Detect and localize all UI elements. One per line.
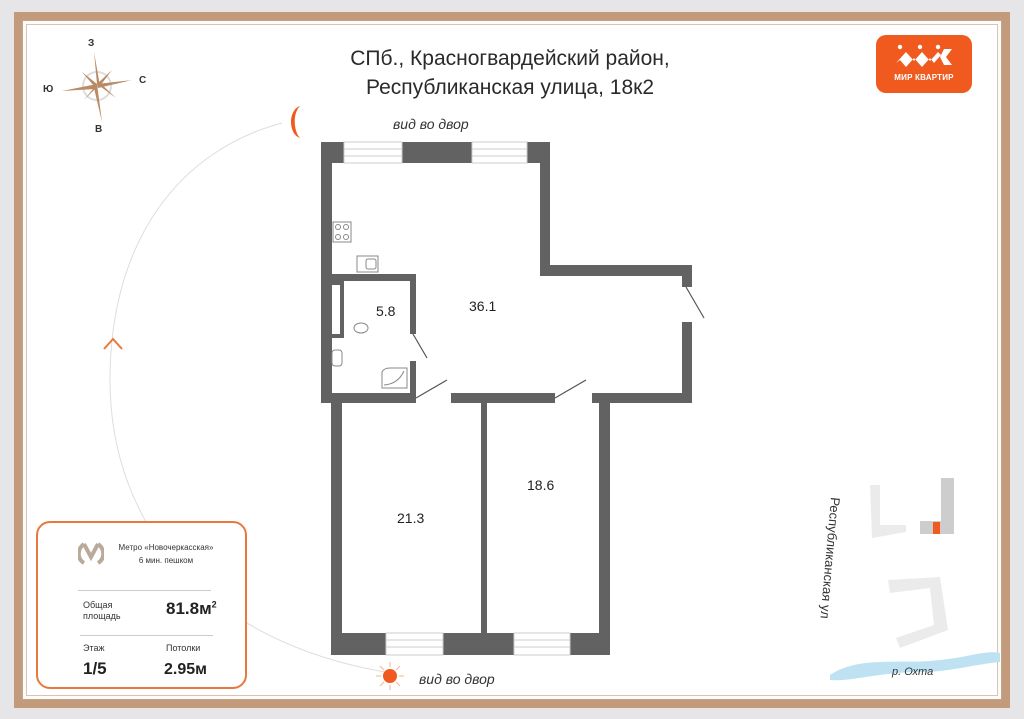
address-line-2: Республиканская улица, 18к2 bbox=[365, 76, 655, 99]
target-apartment-marker bbox=[933, 522, 940, 534]
toilet-icon bbox=[353, 322, 369, 334]
brand-logo-mark-icon bbox=[896, 44, 952, 67]
total-area-value: 81.8м2 bbox=[166, 599, 217, 618]
brand-name: МИР КВАРТИР bbox=[894, 73, 954, 82]
location-minimap bbox=[830, 478, 1000, 681]
room-area-bedroom-left: 21.3 bbox=[397, 510, 425, 526]
floor-value: 1/5 bbox=[83, 659, 107, 678]
compass-rose: З С В Ю bbox=[43, 34, 150, 135]
view-label-top: вид во двор bbox=[393, 116, 469, 132]
sun-icon bbox=[376, 662, 404, 690]
metro-walk-time: 6 мин. пешком bbox=[138, 556, 194, 565]
river-label: р. Охта bbox=[892, 666, 934, 678]
room-area-kitchen-living: 36.1 bbox=[469, 298, 497, 314]
brand-logo: МИР КВАРТИР bbox=[876, 35, 972, 93]
river-shape bbox=[830, 652, 1000, 681]
room-area-bedroom-right: 18.6 bbox=[527, 477, 555, 493]
shower-icon bbox=[381, 367, 408, 389]
compass-south-label: В bbox=[95, 124, 103, 135]
room-area-bathroom: 5.8 bbox=[376, 303, 396, 319]
card-divider bbox=[78, 590, 211, 591]
washbasin-icon bbox=[331, 349, 343, 367]
total-area-label: Общая площадь bbox=[83, 600, 121, 621]
compass-north-label: З bbox=[88, 38, 95, 49]
neighbor-building bbox=[870, 485, 906, 538]
compass-rose-icon bbox=[62, 52, 132, 122]
metro-station: Метро «Новочеркасская» bbox=[118, 543, 214, 552]
frame-inner-border bbox=[22, 20, 1002, 700]
compass-east-label: С bbox=[139, 75, 147, 86]
plan-walls bbox=[321, 142, 692, 655]
neighbor-building bbox=[888, 577, 948, 648]
apartment-info-card: Метро «Новочеркасская» 6 мин. пешком Общ… bbox=[36, 521, 247, 689]
poster-frame bbox=[14, 12, 1010, 708]
address-line-1: СПб., Красногвардейский район, bbox=[350, 47, 670, 70]
floor-label: Этаж bbox=[83, 643, 105, 653]
card-divider bbox=[80, 635, 213, 636]
target-building bbox=[920, 478, 954, 534]
plan-windows bbox=[343, 141, 571, 656]
plan-fixtures bbox=[331, 221, 408, 389]
ceiling-label: Потолки bbox=[166, 643, 201, 653]
stove-icon bbox=[332, 221, 352, 243]
address-title: СПб., Красногвардейский район, Республик… bbox=[300, 44, 720, 102]
compass-west-label: Ю bbox=[43, 84, 54, 95]
moon-icon bbox=[291, 106, 300, 138]
ceiling-value: 2.95м bbox=[164, 661, 207, 678]
plan-doors bbox=[412, 286, 705, 399]
view-label-bottom: вид во двор bbox=[419, 671, 495, 687]
direction-arrow-icon bbox=[103, 337, 123, 350]
metro-logo-icon bbox=[78, 542, 104, 565]
